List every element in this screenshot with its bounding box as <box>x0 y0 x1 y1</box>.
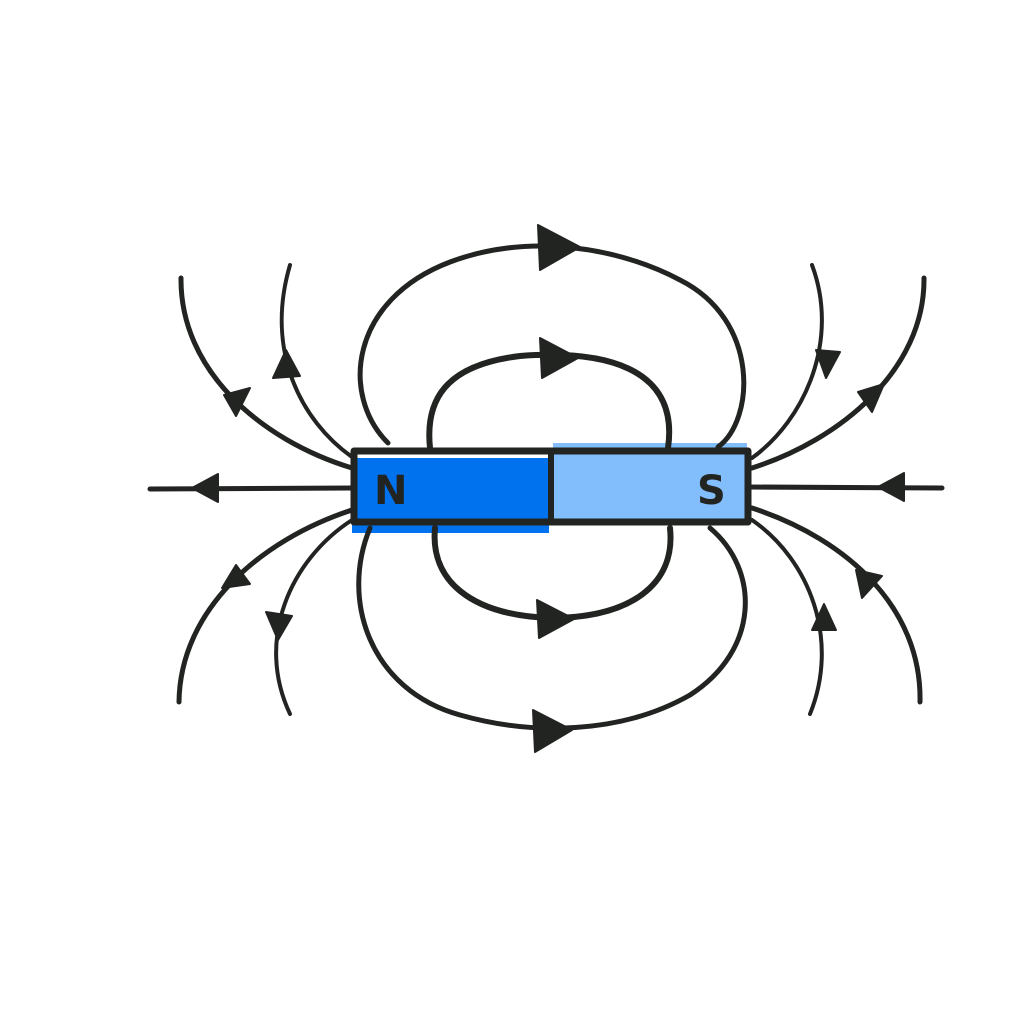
field-line-upper-right-inner <box>750 263 841 460</box>
field-line-upper-left-outer <box>178 275 355 471</box>
arrow-lower-left-outer <box>221 564 251 589</box>
bar-magnet: N S <box>350 443 752 533</box>
north-pole-label: N <box>374 468 407 514</box>
arrow-left-horizontal <box>191 473 219 503</box>
south-pole-label: S <box>697 468 726 514</box>
arrow-upper-right-outer <box>857 383 885 413</box>
arrow-bottom-outer <box>532 709 573 753</box>
arrow-top-outer <box>537 224 581 271</box>
field-line-bottom-outer <box>356 525 748 753</box>
field-line-lower-right-outer <box>749 505 923 705</box>
field-line-top-inner <box>426 337 673 451</box>
field-line-upper-right-outer <box>749 275 927 471</box>
arrow-lower-right-outer <box>855 569 883 599</box>
field-line-left-horizontal <box>147 473 355 503</box>
field-line-upper-left-inner <box>272 263 354 459</box>
arrow-lower-left-inner <box>265 611 293 641</box>
south-pole-fill <box>553 443 747 522</box>
arrow-lower-right-inner <box>811 603 837 631</box>
arrow-upper-left-inner <box>272 349 301 379</box>
arrow-right-horizontal <box>877 472 905 502</box>
arrow-bottom-inner <box>536 599 575 639</box>
field-line-lower-left-outer <box>176 507 355 705</box>
field-line-right-horizontal <box>747 472 945 502</box>
arrow-upper-left-outer <box>223 387 251 417</box>
field-line-top-outer <box>357 224 747 450</box>
arrow-top-inner <box>539 337 579 379</box>
arrow-upper-right-inner <box>815 349 841 379</box>
field-line-lower-left-inner <box>265 518 354 716</box>
field-line-lower-right-inner <box>750 518 837 716</box>
field-line-bottom-inner <box>431 525 674 639</box>
